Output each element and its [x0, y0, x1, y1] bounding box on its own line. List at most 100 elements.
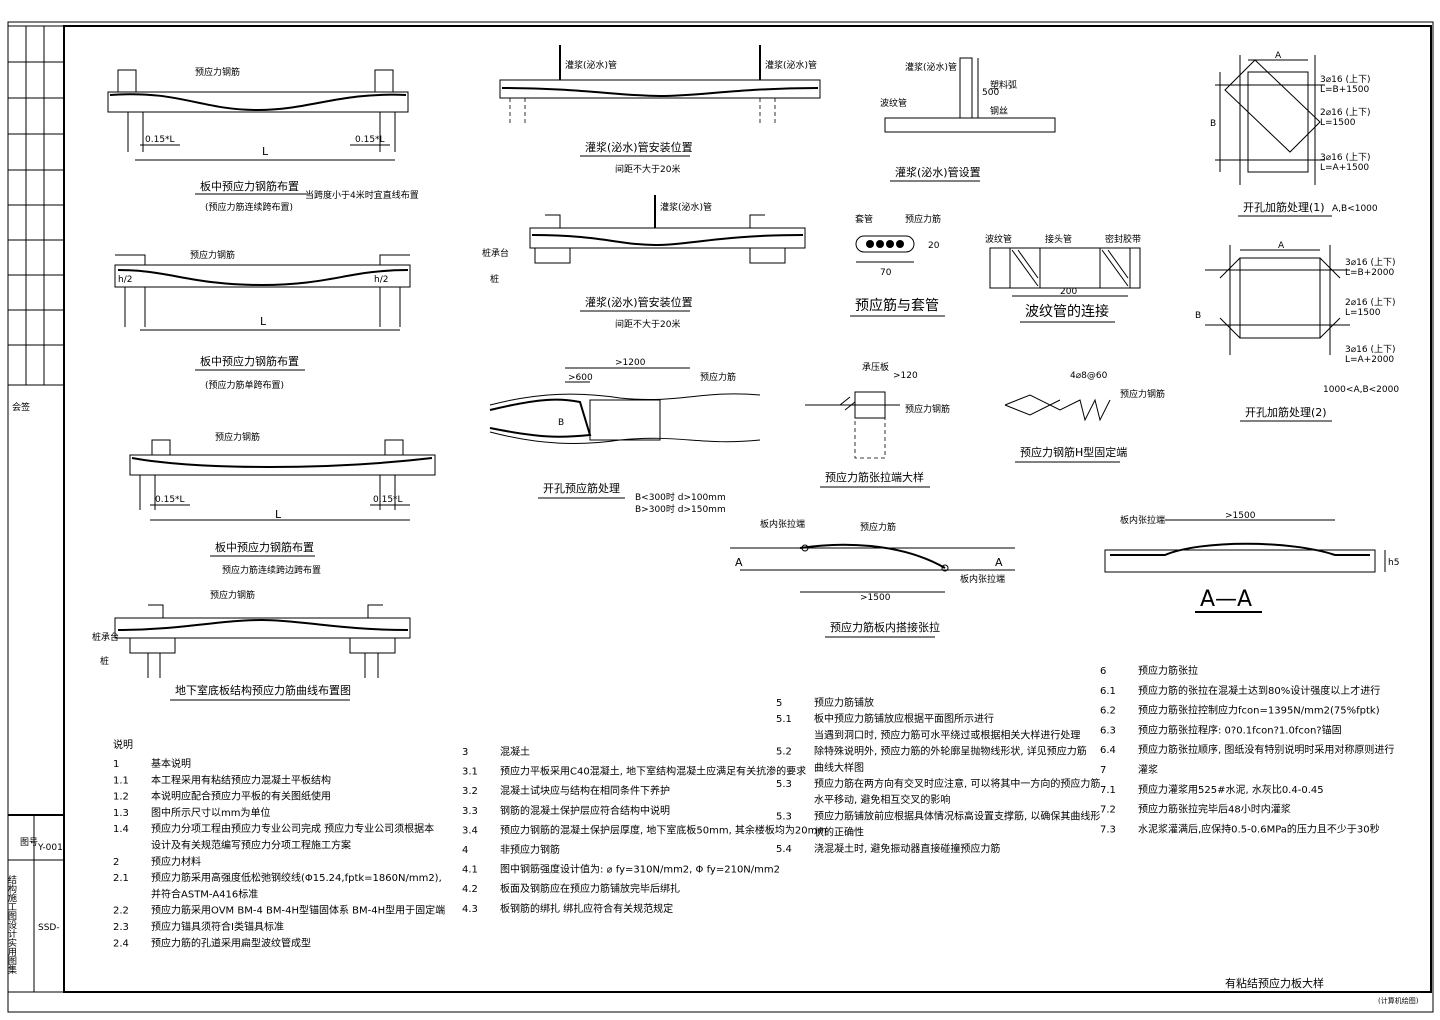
note-c2-7-num: 4.2 [462, 884, 478, 895]
drawing-border [63, 25, 1432, 993]
d2-length: L [260, 315, 267, 328]
note-c1-10-text: 预应力锚具须符合I类锚具标准 [151, 920, 284, 933]
note-c4-2-text: 预应力筋张拉控制应力fcon=1395N/mm2(75%fptk) [1138, 704, 1380, 717]
s2-b: 接头管 [1045, 233, 1072, 245]
note-c2-2-num: 3.2 [462, 786, 478, 797]
note-c1-3-num: 1.3 [113, 808, 129, 819]
s1-dim-w: 70 [880, 268, 892, 278]
note-c1-7-text: 预应力筋采用高强度低松弛钢绞线(Φ15.24,fptk=1860N/mm2), [151, 871, 442, 884]
note-c3-8-text: 状的正确性 [814, 826, 864, 839]
diagram-grout-pipe-setting: 灌浆(泌水)管 500 波纹管 塑料弧 钢丝 灌浆(泌水)管设置 [880, 57, 1056, 182]
h2-r1: 3⌀16 (上下) [1345, 257, 1395, 268]
h1-r2: 2⌀16 (上下) [1320, 107, 1370, 118]
note-c3-5-text: 预应力筋在两方向有交叉时应注意, 可以将其中一方向的预应力筋 [814, 777, 1100, 790]
diagram-stressing-end: 承压板 >120 预应力钢筋 预应力筋张拉端大样 [805, 361, 950, 488]
g2-pile: 桩 [490, 273, 499, 285]
notes-heading: 说明 [113, 738, 133, 751]
note-c2-4-text: 预应力钢筋的混凝土保护层厚度, 地下室底板50mm, 其余楼板均为20mm [500, 823, 827, 836]
drawing-subtitle: (计算机绘图) [1378, 996, 1419, 1005]
g3-title: 灌浆(泌水)管设置 [895, 165, 981, 179]
d1-length: L [262, 145, 269, 158]
note-c1-6-num: 2 [113, 857, 119, 868]
o-B: B [558, 418, 564, 428]
aa-dim: >1500 [1225, 511, 1256, 521]
note-c1-3-text: 图中所示尺寸以mm为单位 [151, 806, 270, 819]
sheet-code-2: SSD- [38, 923, 60, 933]
d3-dim-left: 0.15*L [155, 495, 185, 505]
o-c2: B>300时 d>150mm [635, 503, 726, 515]
d2-label: 预应力钢筋 [190, 249, 235, 261]
note-c3-3-text: 除特殊说明外, 预应力筋的外轮廓呈抛物线形状, 详见预应力筋 [814, 745, 1087, 758]
note-c2-2-text: 混凝土试块应与结构在相同条件下养护 [500, 784, 670, 797]
p-title: 预应力筋板内搭接张拉 [830, 620, 940, 634]
t-label-a: 承压板 [862, 361, 889, 373]
aa-h: h5 [1388, 558, 1399, 568]
sheet-code: Y-001 [37, 843, 63, 853]
d2-h-right: h/2 [374, 275, 388, 285]
h1-B: B [1210, 119, 1216, 129]
aa-title: A—A [1200, 587, 1252, 612]
atlas-name: 结构施工图设计实用图集 [6, 874, 17, 975]
outer-frame [7, 21, 1434, 1013]
d3-dim-right: 0.15*L [373, 495, 403, 505]
o-c1: B<300时 d>100mm [635, 491, 726, 503]
g2-note: 间距不大于20米 [615, 318, 680, 330]
d4-label: 预应力钢筋 [210, 589, 255, 601]
d2-note: (预应力筋单跨布置) [205, 379, 284, 391]
note-c3-1-text: 板中预应力筋铺放应根据平面图所示进行 [814, 712, 994, 725]
diagram-opening-rebar-2: A B 3⌀16 (上下) L=B+2000 2⌀16 (上下) L=1500 … [1195, 241, 1399, 422]
h2-A: A [1278, 241, 1285, 251]
diagram-basement-raft: 预应力钢筋 桩承台 桩 地下室底板结构预应力筋曲线布置图 [92, 589, 411, 701]
p-label-a: 板内张拉端 [760, 518, 805, 530]
note-c1-8-text: 并符合ASTM-A416标准 [151, 887, 258, 900]
t-dim: >120 [893, 371, 918, 381]
note-c2-3-text: 钢筋的混凝土保护层应符合结构中说明 [500, 804, 670, 817]
d4-title: 地下室底板结构预应力筋曲线布置图 [175, 683, 351, 697]
note-c3-9-text: 浇混凝土时, 避免振动器直接碰撞预应力筋 [814, 842, 1000, 855]
note-c1-4-num: 1.4 [113, 824, 129, 835]
g3-b: 塑料弧 [990, 79, 1017, 91]
diagram-slab-tendon-continuous: 预应力钢筋 0.15*L 0.15*L L 板中预应力钢筋布置 (预应力筋连续跨… [107, 66, 419, 213]
t-label-b: 预应力钢筋 [905, 403, 950, 415]
note-c4-4-text: 预应力筋张拉顺序, 图纸没有特别说明时采用对称原则进行 [1138, 743, 1394, 756]
g3-dim: 500 [982, 88, 999, 98]
d1-label: 预应力钢筋 [195, 66, 240, 78]
note-c4-6-text: 预应力灌浆用525#水泥, 水灰比0.4-0.45 [1138, 783, 1324, 796]
note-c3-1-num: 5.1 [776, 714, 792, 725]
o-dim1: >1200 [615, 358, 646, 368]
g2-title: 灌浆(泌水)管安装位置 [585, 295, 693, 309]
note-c2-6-text: 图中钢筋强度设计值为: ⌀ fy=310N/mm2, Φ fy=210N/mm2 [500, 863, 780, 876]
note-c1-7-num: 2.1 [113, 873, 129, 884]
d3-title: 板中预应力钢筋布置 [215, 540, 314, 554]
diagram-tendon-sleeve: 套管 预应力筋 70 20 预应筋与套管 [850, 213, 945, 317]
note-c4-7-text: 预应力筋张拉完毕后48小时内灌浆 [1138, 803, 1291, 816]
p-A2: A [995, 556, 1003, 569]
h1-r2b: L=1500 [1320, 118, 1356, 128]
s1-dim-h: 20 [928, 241, 940, 251]
note-c2-1-num: 3.1 [462, 767, 478, 778]
note-c3-9-num: 5.4 [776, 844, 792, 855]
h2-title: 开孔加筋处理(2) [1245, 405, 1327, 419]
note-c2-5-text: 非预应力钢筋 [500, 843, 560, 856]
g1-note: 间距不大于20米 [615, 163, 680, 175]
d1-dim-left: 0.15*L [145, 135, 175, 145]
note-c1-1-num: 1.1 [113, 775, 129, 786]
d2-h-left: h/2 [118, 275, 132, 285]
h1-r3: 3⌀16 (上下) [1320, 152, 1370, 163]
drawing-title: 有粘结预应力板大样 [1225, 976, 1324, 990]
note-c4-5-text: 灌浆 [1138, 763, 1158, 776]
diagram-opening-tendon: >1200 >600 B 预应力筋 开孔预应筋处理 B<300时 d>100mm… [489, 358, 761, 515]
h1-r3b: L=A+1500 [1320, 163, 1369, 173]
note-c3-4-text: 曲线大样图 [814, 761, 864, 774]
sheet-code-label: 图号 [20, 837, 38, 848]
g3-label: 灌浆(泌水)管 [905, 61, 957, 73]
note-c4-0-num: 6 [1100, 666, 1106, 677]
h2-r2: 2⌀16 (上下) [1345, 297, 1395, 308]
d3-length: L [275, 508, 282, 521]
o-title: 开孔预应筋处理 [543, 481, 620, 495]
note-c3-5-num: 5.3 [776, 779, 792, 790]
h1-r1: 3⌀16 (上下) [1320, 74, 1370, 85]
